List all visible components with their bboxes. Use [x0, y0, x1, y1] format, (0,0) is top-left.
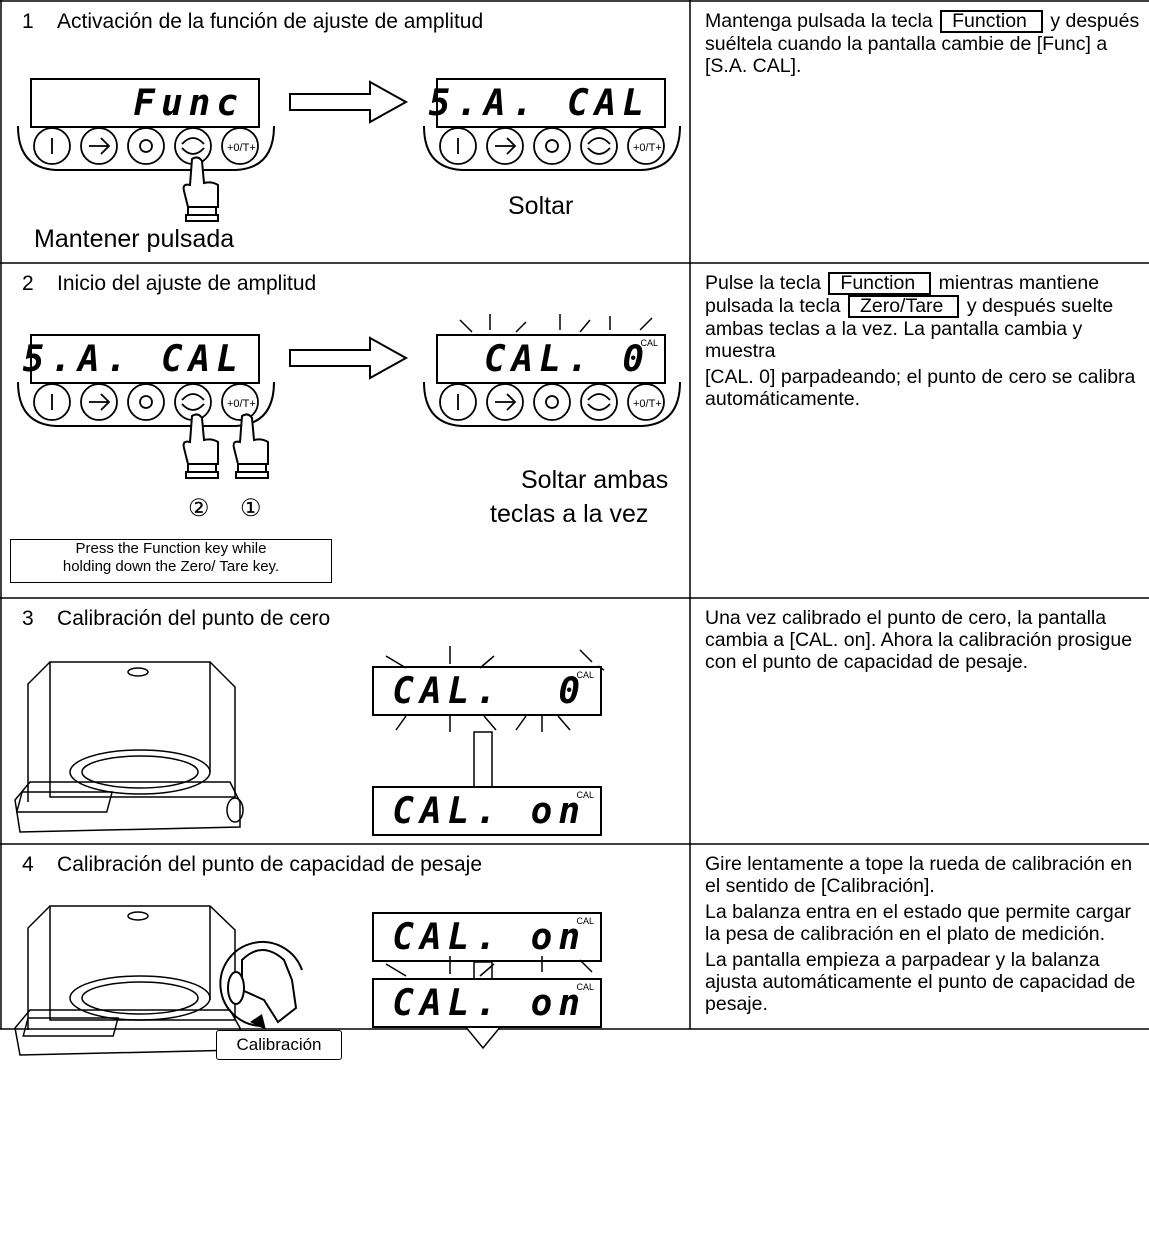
- step-number: 1: [22, 10, 34, 33]
- caption-hold: Mantener pulsada: [34, 225, 235, 253]
- cal-indicator: CAL: [576, 790, 594, 800]
- lcd-display: CAL. on CAL: [372, 912, 602, 962]
- svg-text:+0/T+: +0/T+: [633, 398, 662, 410]
- lcd-display: CAL. on CAL: [372, 978, 602, 1028]
- lcd-display: CAL. on CAL: [372, 786, 602, 836]
- step-number: 3: [22, 607, 34, 630]
- blink-marks: [459, 314, 653, 333]
- power-icon: [33, 127, 71, 165]
- cal-indicator: CAL: [576, 670, 594, 680]
- blink-marks: [385, 956, 593, 977]
- zero-tare-label: +0/T+: [227, 142, 256, 154]
- lcd-display: 5.A. CAL: [429, 78, 666, 128]
- display-text: CAL. 0: [483, 339, 650, 380]
- caption-release: Soltar: [508, 192, 574, 220]
- keypad-left: +0/T+: [17, 125, 275, 171]
- step-2-heading: 2 Inicio del ajuste de amplitud: [22, 272, 316, 296]
- order-marker-2: ②: [188, 495, 210, 522]
- print-arrow-icon: [80, 127, 118, 165]
- zero-tare-icon: [221, 127, 259, 165]
- mode-icon: [127, 127, 165, 165]
- note-box: Press the Function key while holding dow…: [10, 539, 332, 583]
- display-text: Func: [133, 83, 244, 124]
- display-text: CAL. on: [392, 983, 586, 1024]
- step-3-heading: 3 Calibración del punto de cero: [22, 607, 330, 631]
- pressing-finger-icon: [182, 156, 219, 222]
- keypad-left: +0/T+: [17, 381, 275, 427]
- step-number: 2: [22, 272, 34, 295]
- function-key-label: Function: [828, 272, 932, 295]
- right-arrow-icon: [289, 336, 409, 380]
- balance-icon: [14, 905, 241, 1056]
- step-title: Inicio del ajuste de amplitud: [57, 272, 317, 295]
- step-3-description: Una vez calibrado el punto de cero, la p…: [705, 607, 1133, 673]
- step-number: 4: [22, 853, 34, 876]
- svg-text:+0/T+: +0/T+: [227, 398, 256, 410]
- hand-turning-wheel-icon: [219, 941, 303, 1030]
- pressing-finger-icon: [232, 413, 269, 479]
- cal-indicator: CAL: [576, 982, 594, 992]
- step-title: Activación de la función de ajuste de am…: [57, 10, 484, 33]
- pressing-finger-icon: [182, 413, 219, 479]
- display-text: 5.A. CAL: [22, 339, 244, 380]
- lcd-display: 5.A. CAL: [23, 334, 260, 384]
- blink-marks: [385, 646, 605, 732]
- step-4-heading: 4 Calibración del punto de capacidad de …: [22, 853, 482, 877]
- cal-indicator: CAL: [576, 916, 594, 926]
- keypad-right: +0/T+: [423, 381, 681, 427]
- svg-text:+0/T+: +0/T+: [633, 142, 662, 154]
- caption-release-both-1: Soltar ambas: [521, 466, 669, 494]
- lcd-display: CAL. 0 CAL: [436, 334, 666, 384]
- keypad-right: +0/T+: [423, 125, 681, 171]
- function-key-label: Function: [940, 10, 1043, 33]
- display-text: CAL. on: [392, 917, 586, 958]
- step-4-description: Gire lentamente a tope la rueda de calib…: [705, 853, 1136, 1015]
- step-2-description: Pulse la tecla Function mientras mantien…: [705, 272, 1136, 410]
- step-title: Calibración del punto de cero: [57, 607, 331, 630]
- step-1-heading: 1 Activación de la función de ajuste de …: [22, 10, 483, 34]
- lcd-display: Func: [30, 78, 260, 128]
- right-arrow-icon: [289, 80, 409, 124]
- display-text: CAL. 0: [392, 671, 586, 712]
- balance-icon: [14, 661, 244, 833]
- step-1-description: Mantenga pulsada la tecla Function y des…: [705, 10, 1140, 77]
- cal-indicator: CAL: [640, 338, 658, 348]
- display-text: 5.A. CAL: [428, 83, 650, 124]
- step-title: Calibración del punto de capacidad de pe…: [57, 853, 483, 876]
- caption-release-both-2: teclas a la vez: [490, 500, 649, 528]
- display-text: CAL. on: [392, 791, 586, 832]
- order-marker-1: ①: [240, 495, 262, 522]
- zero-tare-key-label: Zero/Tare: [847, 295, 960, 318]
- lcd-display: CAL. 0 CAL: [372, 666, 602, 716]
- calibration-wheel-label: Calibración: [216, 1030, 342, 1060]
